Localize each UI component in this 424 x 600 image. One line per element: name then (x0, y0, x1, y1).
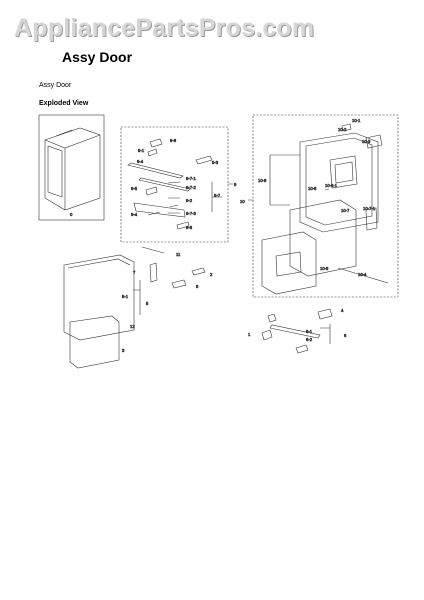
callout-5-1: 5-1 (122, 294, 129, 299)
outer-door-edge (67, 258, 131, 269)
callout-9-2: 9-2 (186, 198, 193, 203)
part-6-1 (295, 344, 309, 354)
callout-12: 12 (130, 324, 135, 329)
inner-door-parts (261, 123, 389, 295)
callout-10-5: 10-5 (320, 266, 329, 271)
callout-6-2: 6-2 (306, 337, 313, 342)
callout-9-4: 9-4 (137, 159, 144, 164)
callout-1: 1 (248, 332, 251, 337)
callout-10: 10 (240, 199, 245, 204)
callout-11: 11 (176, 252, 181, 257)
callout-6-1: 6-1 (306, 329, 313, 334)
callout-3: 3 (122, 348, 125, 353)
outer-door-panel (63, 254, 135, 341)
section-heading: Exploded View (39, 100, 89, 107)
dishwasher-box (38, 114, 105, 221)
callout-9-5: 9-5 (131, 186, 138, 191)
callout-6: 6 (344, 333, 347, 338)
callout-9-7-3: 9-7-3 (186, 211, 196, 216)
part-7 (149, 262, 158, 283)
bracket-10 (248, 154, 300, 206)
dishwasher-drawing (44, 127, 101, 211)
part-6-2-clip (267, 313, 277, 323)
callout-10-1: 10-1 (352, 118, 361, 123)
callout-5: 5 (146, 301, 149, 306)
callout-10-8: 10-8 (258, 178, 267, 183)
bracket-6 (320, 324, 331, 344)
callout-9-8: 9-8 (186, 225, 193, 230)
callout-9: 9 (234, 182, 237, 187)
page-title: Assy Door (62, 49, 133, 65)
control-panel-parts (127, 138, 213, 230)
callout-9-6: 9-6 (170, 138, 177, 143)
callout-10-6: 10-6 (308, 186, 317, 191)
callout-10-7-1: 10-7-1 (363, 206, 376, 211)
callout-0: 0 (70, 212, 73, 217)
toe-panel (69, 315, 120, 369)
callout-10-4: 10-4 (358, 272, 367, 277)
callout-9-7-1: 9-7-1 (186, 176, 196, 181)
handle-bar (269, 324, 321, 339)
callout-9-7: 9-7 (214, 193, 221, 198)
callout-10-7: 10-7 (341, 208, 350, 213)
callout-9-3: 9-3 (212, 160, 219, 165)
part-8 (171, 279, 187, 289)
callout-2: 2 (210, 272, 213, 277)
part-11 (141, 246, 165, 254)
callout-9-1: 9-1 (138, 148, 145, 153)
callout-10-6-1: 10-6-1 (325, 183, 338, 188)
callout-10-3: 10-3 (362, 139, 371, 144)
callout-7: 7 (133, 270, 136, 275)
part-4 (317, 308, 333, 320)
part-2 (191, 267, 206, 276)
inner-door-group (252, 114, 399, 298)
callout-9-7-2: 9-7-2 (186, 185, 196, 190)
callout-9-4b: 9-4 (131, 212, 138, 217)
part-1 (261, 329, 273, 341)
bracket-9 (211, 182, 233, 212)
bracket-5 (133, 280, 141, 315)
callout-4: 4 (341, 308, 344, 313)
control-panel-group (120, 126, 229, 243)
callout-8: 8 (196, 284, 199, 289)
watermark: AppliancePartsPros.com (14, 14, 315, 42)
subtitle: Assy Door (39, 82, 72, 89)
callout-10-2: 10-2 (338, 127, 347, 132)
